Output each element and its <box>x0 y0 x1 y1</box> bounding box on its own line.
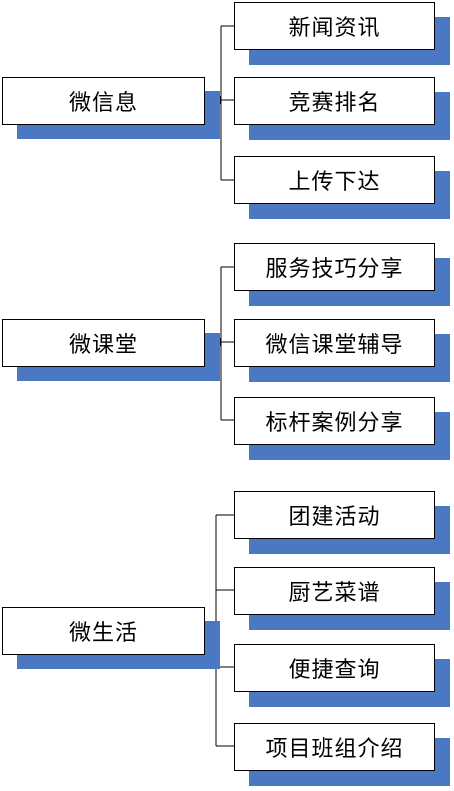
root-node-label: 微课堂 <box>2 319 205 367</box>
child-node-label: 标杆案例分享 <box>234 397 435 445</box>
child-node-label: 新闻资讯 <box>234 2 435 50</box>
child-node-label: 上传下达 <box>234 156 435 204</box>
root-node-label: 微信息 <box>2 77 205 125</box>
child-node-label: 厨艺菜谱 <box>234 567 435 615</box>
child-node-label: 团建活动 <box>234 491 435 539</box>
child-node-label: 便捷查询 <box>234 644 435 692</box>
child-node-label: 项目班组介绍 <box>234 723 435 771</box>
root-node-label: 微生活 <box>2 607 205 655</box>
child-node-label: 微信课堂辅导 <box>234 319 435 367</box>
child-node-label: 竞赛排名 <box>234 77 435 125</box>
child-node-label: 服务技巧分享 <box>234 243 435 291</box>
